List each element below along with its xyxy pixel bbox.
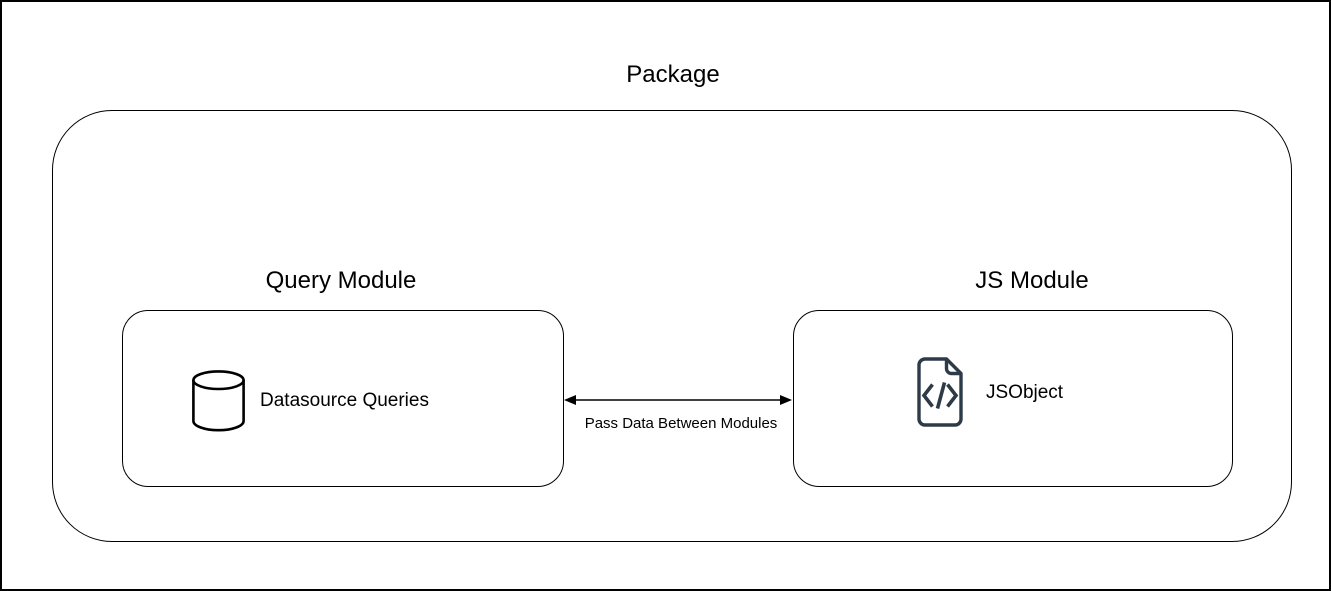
package-title: Package [626,61,720,88]
js-module-box: JSObject [793,310,1233,487]
js-item-label: JSObject [986,382,1064,403]
query-item-label: Datasource Queries [260,390,429,411]
code-file-icon [917,357,963,427]
query-module-label: Query Module [265,267,417,294]
database-cylinder-icon [192,370,245,432]
connection-arrow [564,395,792,405]
query-module-box: Datasource Queries [122,310,564,487]
package-container [52,110,1292,542]
js-module-label: JS Module [975,267,1089,294]
connection-label: Pass Data Between Modules [584,415,778,432]
